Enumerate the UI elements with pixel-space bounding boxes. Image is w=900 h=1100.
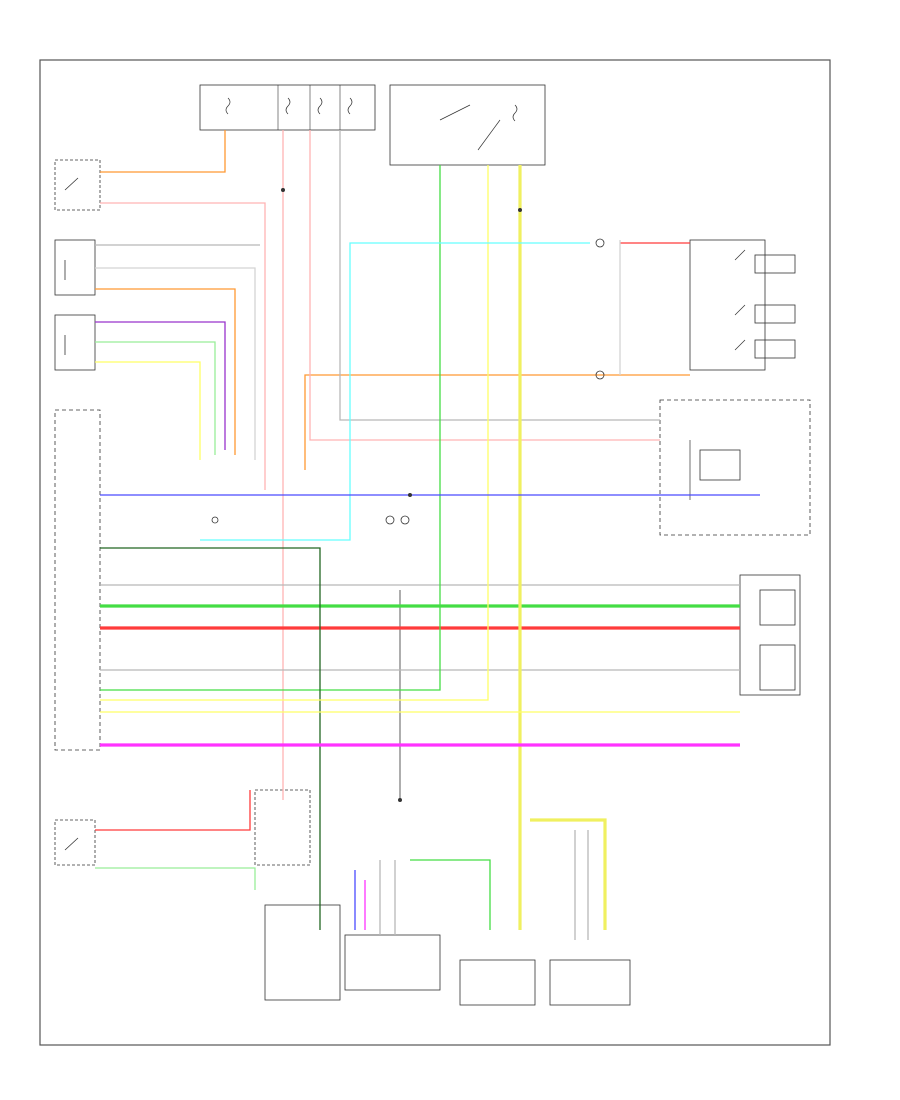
sensor-right-lower xyxy=(739,574,801,696)
switch-top-left xyxy=(54,159,101,211)
connector-dots xyxy=(211,188,605,524)
wire-gray-e xyxy=(339,130,660,421)
wire-yellow-vertical xyxy=(100,165,489,701)
wire-purple xyxy=(95,321,226,450)
module-right-middle xyxy=(659,399,811,536)
wire-red-bottom xyxy=(95,790,251,831)
component-bottom-1 xyxy=(254,789,341,1001)
sensor-upper-left xyxy=(54,239,96,296)
wire-green-right-bottom xyxy=(410,859,491,930)
wire-cyan xyxy=(200,242,590,541)
component-bottom-2 xyxy=(344,934,441,991)
junction-center xyxy=(385,515,410,802)
wire-green-bottom xyxy=(95,867,256,890)
wire-orange-left xyxy=(95,288,236,455)
wire-light-green xyxy=(95,341,216,455)
component-bottom-3 xyxy=(459,959,536,1006)
wire-orange-mid xyxy=(304,374,690,470)
diagram-frame xyxy=(39,59,831,1046)
fuse-box-top-left xyxy=(199,84,376,131)
control-module-left xyxy=(54,409,101,751)
wire-pink-a xyxy=(309,130,660,441)
wire-dark-green xyxy=(100,547,321,930)
wire-green-vertical xyxy=(100,165,441,691)
switch-bottom-left xyxy=(54,819,96,866)
wire-gray-b xyxy=(95,267,256,460)
sensor-mid-left xyxy=(54,314,96,371)
relay-box-top-right xyxy=(389,84,546,166)
wire-orange-top xyxy=(100,130,226,173)
wire-yellow-bottom xyxy=(530,818,607,930)
wires xyxy=(95,130,760,940)
switch-assembly-right xyxy=(689,239,796,371)
component-bottom-4 xyxy=(549,959,631,1006)
wire-pink-top xyxy=(100,202,266,490)
wire-yellow-left xyxy=(95,361,201,460)
